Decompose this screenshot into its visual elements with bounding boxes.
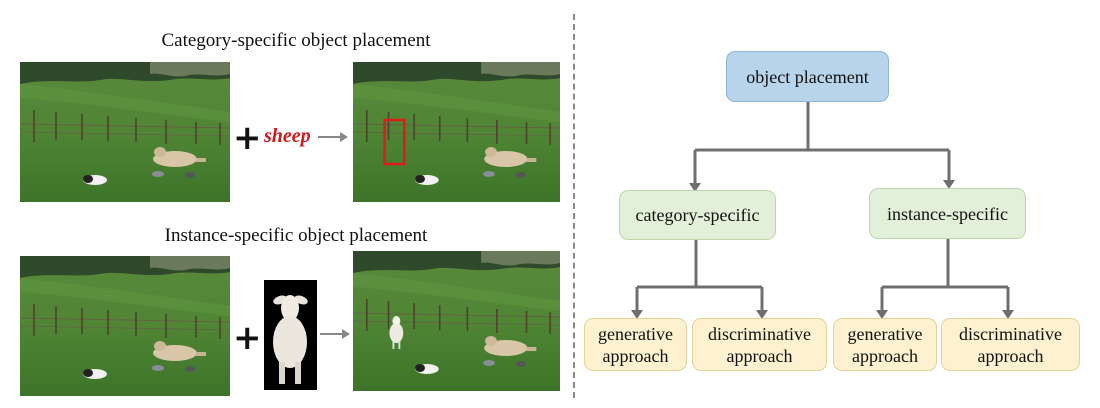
leaf-line1: generative [847, 323, 923, 344]
background-image-bottom [20, 256, 230, 396]
leaf-line1: discriminative [708, 323, 811, 344]
category-specific-node: category-specific [619, 190, 776, 240]
background-image-top [20, 62, 230, 202]
bounding-box [383, 118, 406, 166]
category-specific-label: category-specific [635, 205, 760, 225]
leaf-line2: approach [726, 345, 793, 366]
result-image-top [353, 62, 560, 202]
result-image-bottom [353, 251, 560, 391]
leaf-line1: generative [598, 323, 673, 344]
tree-connectors [631, 102, 1014, 319]
generative-approach-node: generative approach [584, 318, 687, 371]
leaf-line2: approach [852, 345, 918, 366]
leaf-line2: approach [977, 345, 1044, 366]
discriminative-approach-node: discriminative approach [692, 318, 827, 371]
discriminative-approach-node: discriminative approach [941, 318, 1080, 371]
arrow-right-icon [318, 132, 348, 142]
sheep-foreground-image [264, 280, 317, 390]
sheep-keyword: sheep [264, 125, 311, 147]
generative-approach-node: generative approach [833, 318, 937, 371]
instance-specific-node: instance-specific [869, 188, 1026, 239]
object-placement-node: object placement [726, 51, 889, 102]
placed-sheep [389, 316, 404, 349]
plus-sign-top: + [233, 118, 262, 158]
object-placement-label: object placement [746, 66, 869, 87]
leaf-line1: discriminative [959, 323, 1062, 344]
instance-specific-label: instance-specific [887, 203, 1008, 224]
dashed-divider [573, 14, 575, 398]
arrow-right-icon [320, 329, 350, 339]
leaf-line2: approach [602, 345, 669, 366]
plus-sign-bottom: + [233, 318, 262, 358]
instance-specific-caption: Instance-specific object placement [164, 225, 428, 246]
category-specific-caption: Category-specific object placement [161, 30, 431, 51]
